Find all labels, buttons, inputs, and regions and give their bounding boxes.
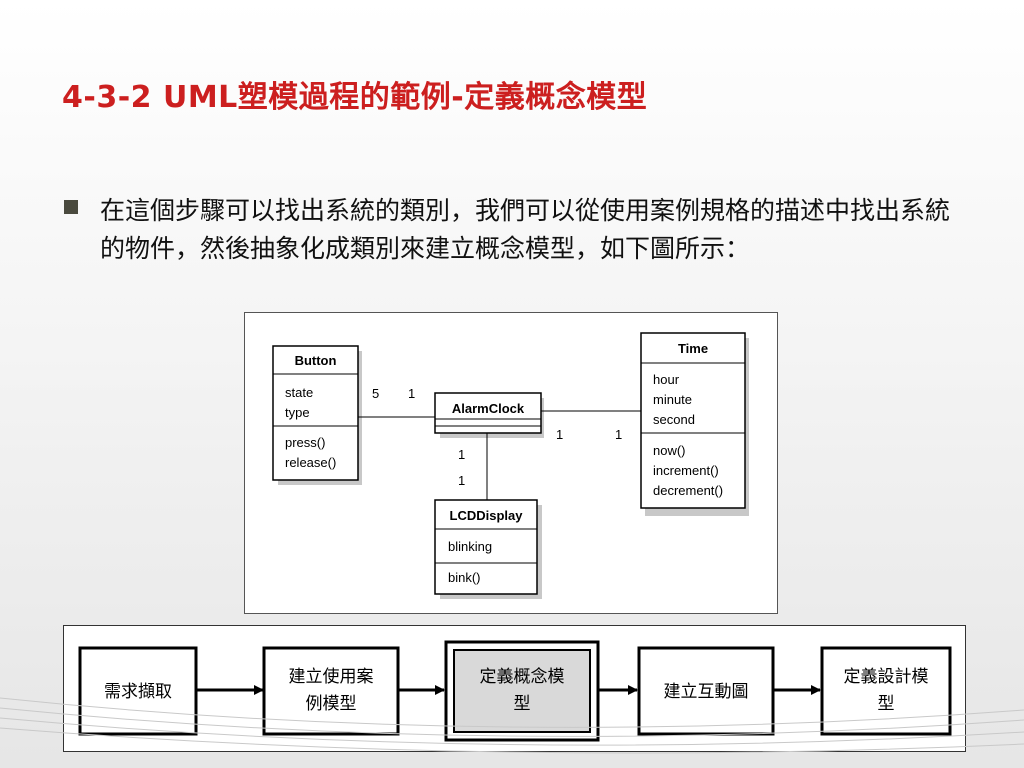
multiplicity-label: 5 bbox=[372, 386, 379, 401]
class-button-attr: state bbox=[285, 385, 313, 400]
class-time-name: Time bbox=[678, 341, 708, 356]
class-time-op: decrement() bbox=[653, 483, 723, 498]
slide-title: 4-3-2 UML塑模過程的範例-定義概念模型 bbox=[62, 80, 648, 115]
svg-text:定義概念模: 定義概念模 bbox=[480, 666, 565, 687]
class-time-op: now() bbox=[653, 443, 686, 458]
class-lcddisplay-name: LCDDisplay bbox=[450, 508, 524, 523]
class-alarmclock-name: AlarmClock bbox=[452, 401, 525, 416]
class-button-name: Button bbox=[295, 353, 337, 368]
svg-text:型: 型 bbox=[514, 694, 531, 714]
flow-step-highlighted: 定義概念模 型 bbox=[444, 640, 600, 742]
class-button-op: release() bbox=[285, 455, 336, 470]
class-lcddisplay-attr: blinking bbox=[448, 539, 492, 554]
class-time: Time hour minute second now() increment(… bbox=[640, 332, 746, 509]
flow-step: 建立互動圖 bbox=[637, 646, 775, 736]
class-button-attr: type bbox=[285, 405, 310, 420]
class-button: Button state type press() release() bbox=[272, 345, 359, 481]
multiplicity-label: 1 bbox=[556, 427, 563, 442]
bullet-text: 在這個步驟可以找出系統的類別，我們可以從使用案例規格的描述中找出系統的物件，然後… bbox=[100, 196, 951, 263]
class-time-attr: hour bbox=[653, 372, 680, 387]
class-alarmclock: AlarmClock bbox=[434, 392, 542, 434]
class-lcddisplay: LCDDisplay blinking bink() bbox=[434, 499, 538, 595]
class-button-op: press() bbox=[285, 435, 325, 450]
class-lcddisplay-op: bink() bbox=[448, 570, 481, 585]
svg-text:型: 型 bbox=[878, 694, 895, 714]
flow-step: 定義設計模 型 bbox=[820, 646, 952, 736]
flow-step-label: 需求擷取 bbox=[104, 682, 172, 702]
svg-text:建立使用案: 建立使用案 bbox=[289, 666, 374, 687]
multiplicity-label: 1 bbox=[458, 473, 465, 488]
svg-text:定義設計模: 定義設計模 bbox=[844, 667, 929, 687]
uml-class-diagram: Button state type press() release() Alar… bbox=[244, 312, 778, 614]
multiplicity-label: 1 bbox=[615, 427, 622, 442]
flow-step-label: 建立互動圖 bbox=[664, 682, 749, 702]
multiplicity-label: 1 bbox=[408, 386, 415, 401]
class-time-attr: second bbox=[653, 412, 695, 427]
decorative-swoosh bbox=[0, 697, 1024, 754]
square-bullet-icon bbox=[64, 200, 78, 214]
class-time-attr: minute bbox=[653, 392, 692, 407]
multiplicity-label: 1 bbox=[458, 447, 465, 462]
class-time-op: increment() bbox=[653, 463, 719, 478]
svg-text:例模型: 例模型 bbox=[306, 694, 357, 714]
